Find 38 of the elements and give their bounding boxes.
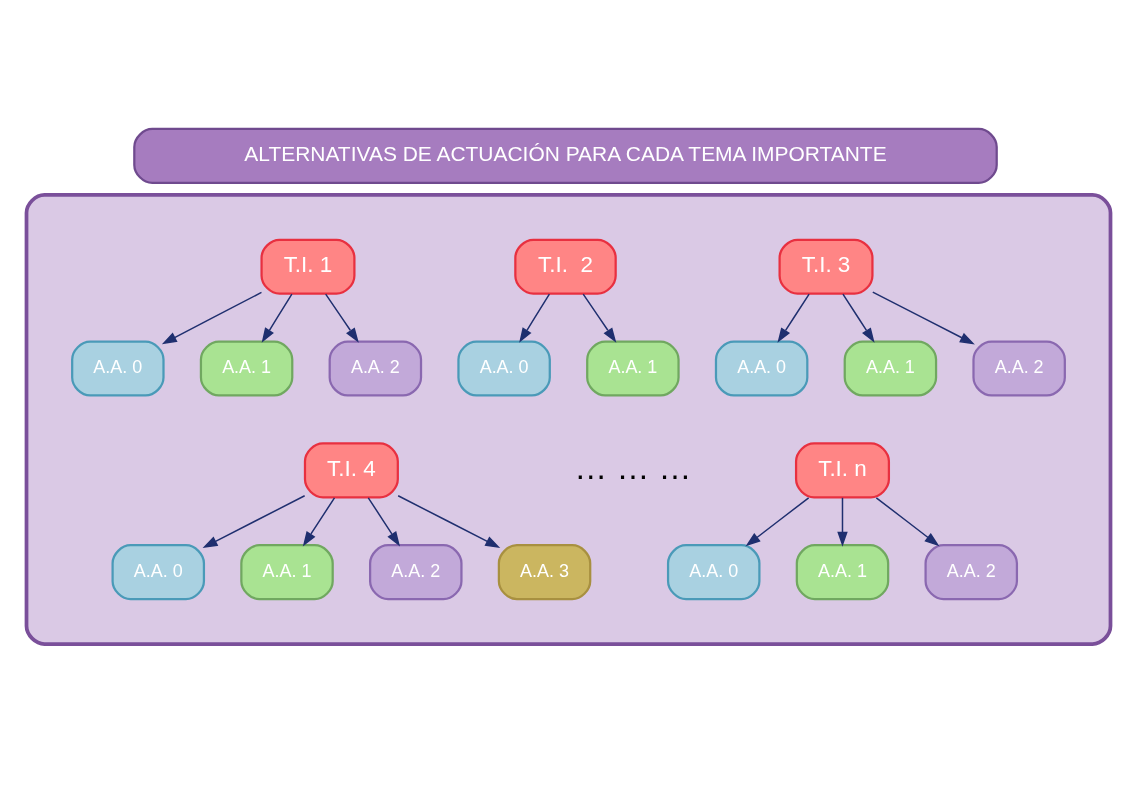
node-box: A.A. 0: [71, 340, 165, 397]
node-box: T.I. 1: [260, 238, 356, 295]
arrow: [872, 291, 975, 345]
node-box: T.I. 3: [778, 238, 874, 295]
node-box: A.A. 0: [714, 340, 809, 397]
node-box: A.A. 3: [497, 544, 592, 601]
arrow: [202, 495, 306, 548]
node-box: A.A. 2: [328, 340, 423, 397]
node-box: A.A. 2: [369, 544, 463, 601]
arrow: [777, 293, 810, 343]
arrow: [875, 497, 940, 547]
node-box: T.I. 2: [514, 238, 617, 295]
arrow: [745, 497, 810, 547]
node-box: A.A. 1: [843, 340, 938, 397]
node-box: A.A. 2: [924, 544, 1019, 601]
node-box: A.A. 0: [111, 544, 206, 601]
arrow: [302, 497, 336, 547]
arrow: [261, 293, 293, 343]
arrow: [837, 497, 848, 547]
label: … … …: [574, 448, 692, 486]
node-box: A.A. 0: [666, 544, 761, 601]
node-box: A.A. 1: [199, 340, 294, 397]
arrow: [324, 293, 359, 343]
cluster: [24, 193, 1113, 646]
node-box: A.A. 1: [586, 340, 680, 397]
node-box: A.A. 1: [240, 544, 334, 601]
node-box: A.A. 2: [972, 340, 1066, 397]
arrow: [161, 291, 263, 345]
arrow: [367, 497, 400, 547]
arrow: [519, 293, 551, 343]
arrow: [842, 293, 875, 343]
node-box: T.I. 4: [303, 442, 399, 499]
node-box: ALTERNATIVAS DE ACTUACIÓN PARA CADA TEMA IMPORTANTE: [133, 127, 998, 184]
node-box: A.A. 0: [457, 340, 551, 397]
arrow: [397, 495, 501, 548]
arrow: [582, 293, 617, 343]
node-box: A.A. 1: [795, 544, 890, 601]
node-box: T.I. n: [794, 442, 891, 499]
